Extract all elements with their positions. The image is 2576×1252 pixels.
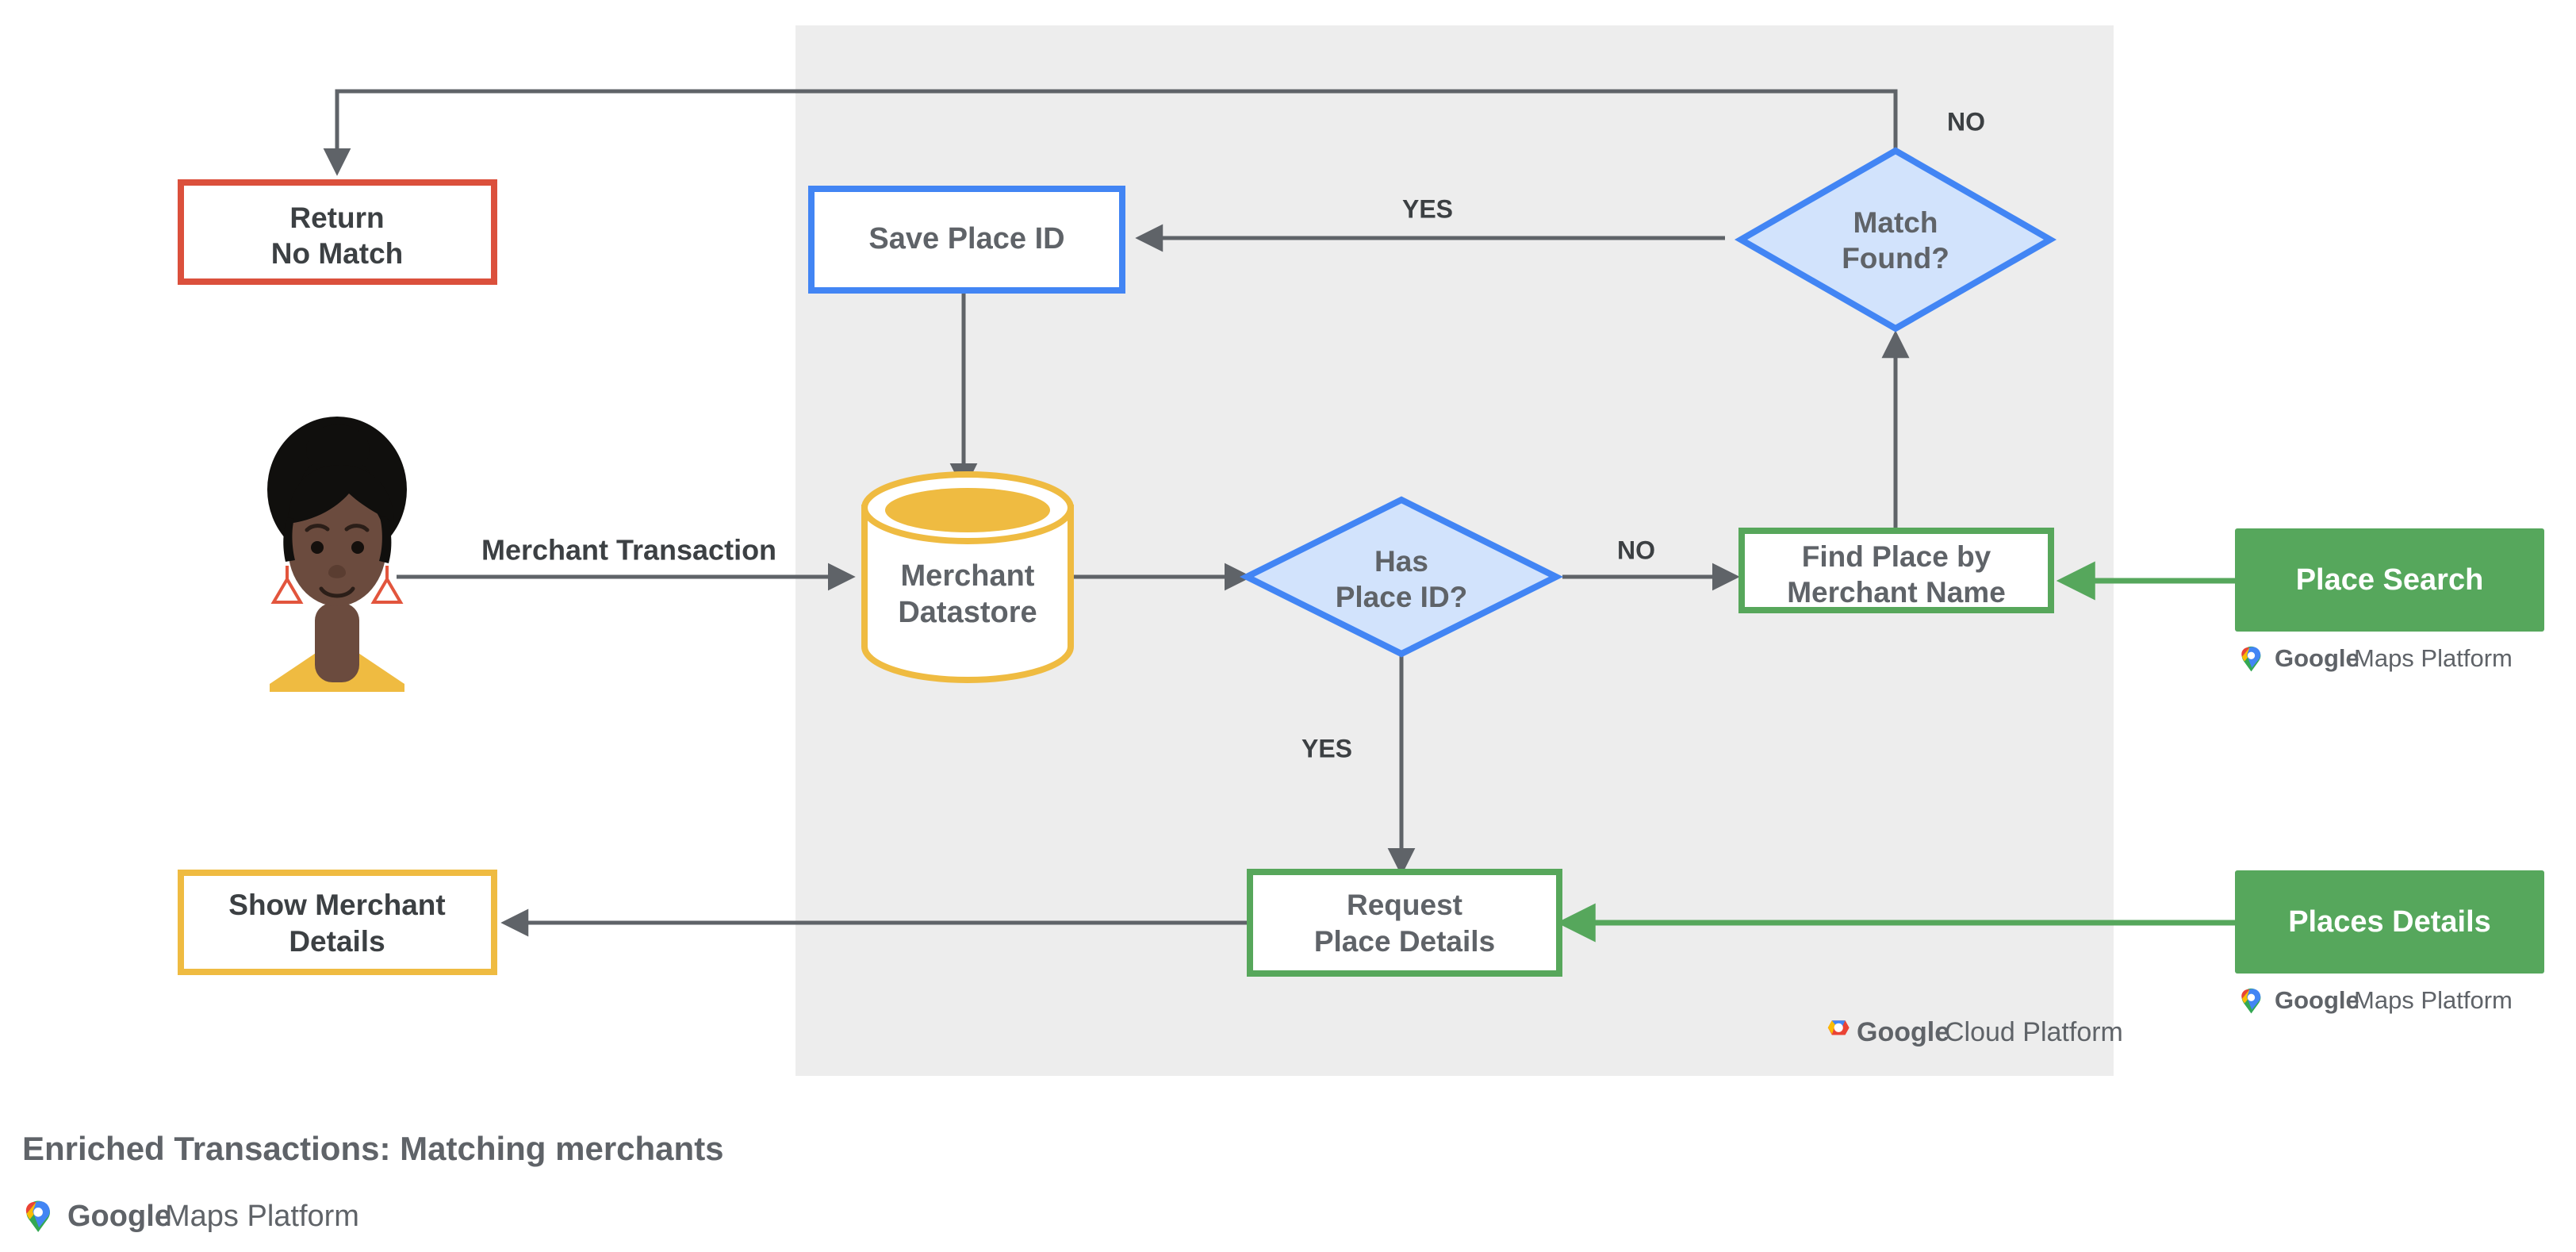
match-found-diamond[interactable] <box>1734 147 2057 332</box>
gcp-hexagon-icon <box>1827 1020 1850 1035</box>
has-place-id-diamond[interactable] <box>1240 496 1563 658</box>
merchant-customer-avatar <box>267 417 407 692</box>
avatar-eyebrow-left <box>305 524 330 532</box>
maps-pin-icon <box>2241 988 2261 1014</box>
has-place-id-label-line1: Has <box>1374 545 1428 578</box>
maps-brand-product-1: Maps Platform <box>2354 644 2513 672</box>
node-save-place-id[interactable]: Save Place ID <box>808 186 1125 294</box>
merchant-datastore-label-line1: Merchant <box>901 559 1035 593</box>
maps-platform-brand-place-search: Google Maps Platform <box>2241 644 2513 672</box>
page-title: Enriched Transactions: Matching merchant… <box>22 1130 724 1167</box>
place-search-box[interactable] <box>2235 528 2544 632</box>
save-place-id-box[interactable] <box>808 186 1125 294</box>
places-details-label: Places Details <box>2288 905 2491 939</box>
footer-brand-product: Maps Platform <box>165 1200 359 1233</box>
save-place-id-label: Save Place ID <box>868 222 1064 255</box>
node-return-no-match[interactable]: Return No Match <box>178 179 497 285</box>
node-request-place-details[interactable]: Request Place Details <box>1247 869 1562 977</box>
avatar-nose <box>328 565 346 578</box>
show-merchant-details-box[interactable] <box>178 870 497 975</box>
node-show-merchant-details[interactable]: Show Merchant Details <box>178 870 497 975</box>
avatar-eye-left <box>311 541 324 554</box>
avatar-hair-right-side <box>379 516 392 563</box>
maps-pin-icon <box>25 1200 50 1232</box>
maps-brand-google-1: Google <box>2275 644 2359 672</box>
avatar-earring-left <box>270 566 304 604</box>
gcp-brand-product: Cloud Platform <box>1945 1017 2123 1047</box>
avatar-mouth <box>319 586 355 598</box>
gcp-brand: Google Cloud Platform <box>1827 1017 2123 1047</box>
request-place-details-label-line1: Request <box>1347 889 1462 921</box>
avatar-neck <box>315 603 359 682</box>
show-merchant-details-label-line1: Show Merchant <box>228 889 445 921</box>
return-no-match-label-line2: No Match <box>271 237 404 270</box>
datastore-cylinder-body[interactable] <box>861 505 1074 683</box>
datastore-cylinder-top-fill <box>885 488 1050 532</box>
match-found-label-line1: Match <box>1853 206 1938 239</box>
match-found-label-line2: Found? <box>1842 242 1949 275</box>
show-merchant-details-label-line2: Details <box>289 925 385 958</box>
avatar-eye-right <box>351 541 364 554</box>
maps-brand-google-2: Google <box>2275 986 2359 1014</box>
edge-label-match-found-no: NO <box>1947 107 1985 136</box>
edge-label-match-found-yes: YES <box>1402 194 1453 223</box>
request-place-details-label-line2: Place Details <box>1314 925 1495 958</box>
avatar-earring-right <box>370 566 404 604</box>
node-places-details[interactable]: Places Details <box>2235 870 2544 974</box>
edge-match-found-no <box>323 89 1898 176</box>
edge-label-has-place-id-yes: YES <box>1301 734 1352 762</box>
place-search-label: Place Search <box>2296 563 2484 597</box>
maps-brand-product-2: Maps Platform <box>2354 986 2513 1014</box>
node-has-place-id[interactable]: Has Place ID? <box>1240 496 1563 658</box>
avatar-hair-front <box>288 465 394 524</box>
avatar-hair-left-side <box>283 517 295 562</box>
node-place-search[interactable]: Place Search <box>2235 528 2544 632</box>
request-place-details-box[interactable] <box>1247 869 1562 977</box>
find-place-box[interactable] <box>1738 528 2054 613</box>
avatar-hair-top-knot <box>306 424 370 475</box>
node-match-found[interactable]: Match Found? <box>1734 147 2057 332</box>
gcp-brand-google: Google <box>1857 1017 1949 1047</box>
avatar-face <box>288 489 386 606</box>
return-no-match-label-line1: Return <box>289 202 384 234</box>
maps-platform-brand-places-details: Google Maps Platform <box>2241 986 2513 1014</box>
node-find-place-by-merchant-name[interactable]: Find Place by Merchant Name <box>1738 528 2054 613</box>
return-no-match-box[interactable] <box>178 179 497 285</box>
footer-brand-google: Google <box>67 1200 171 1233</box>
maps-pin-icon <box>2241 646 2261 672</box>
footer-maps-platform-brand: Google Maps Platform <box>25 1200 359 1233</box>
node-merchant-datastore[interactable]: Merchant Datastore <box>861 471 1074 683</box>
avatar-eyebrow-right <box>344 524 370 532</box>
edge-label-merchant-transaction: Merchant Transaction <box>481 534 776 566</box>
places-details-box[interactable] <box>2235 870 2544 974</box>
merchant-datastore-label-line2: Datastore <box>898 596 1037 629</box>
has-place-id-label-line2: Place ID? <box>1336 581 1468 613</box>
edge-label-has-place-id-no: NO <box>1617 536 1655 564</box>
find-place-label-line1: Find Place by <box>1802 540 1991 573</box>
find-place-label-line2: Merchant Name <box>1787 576 2006 609</box>
